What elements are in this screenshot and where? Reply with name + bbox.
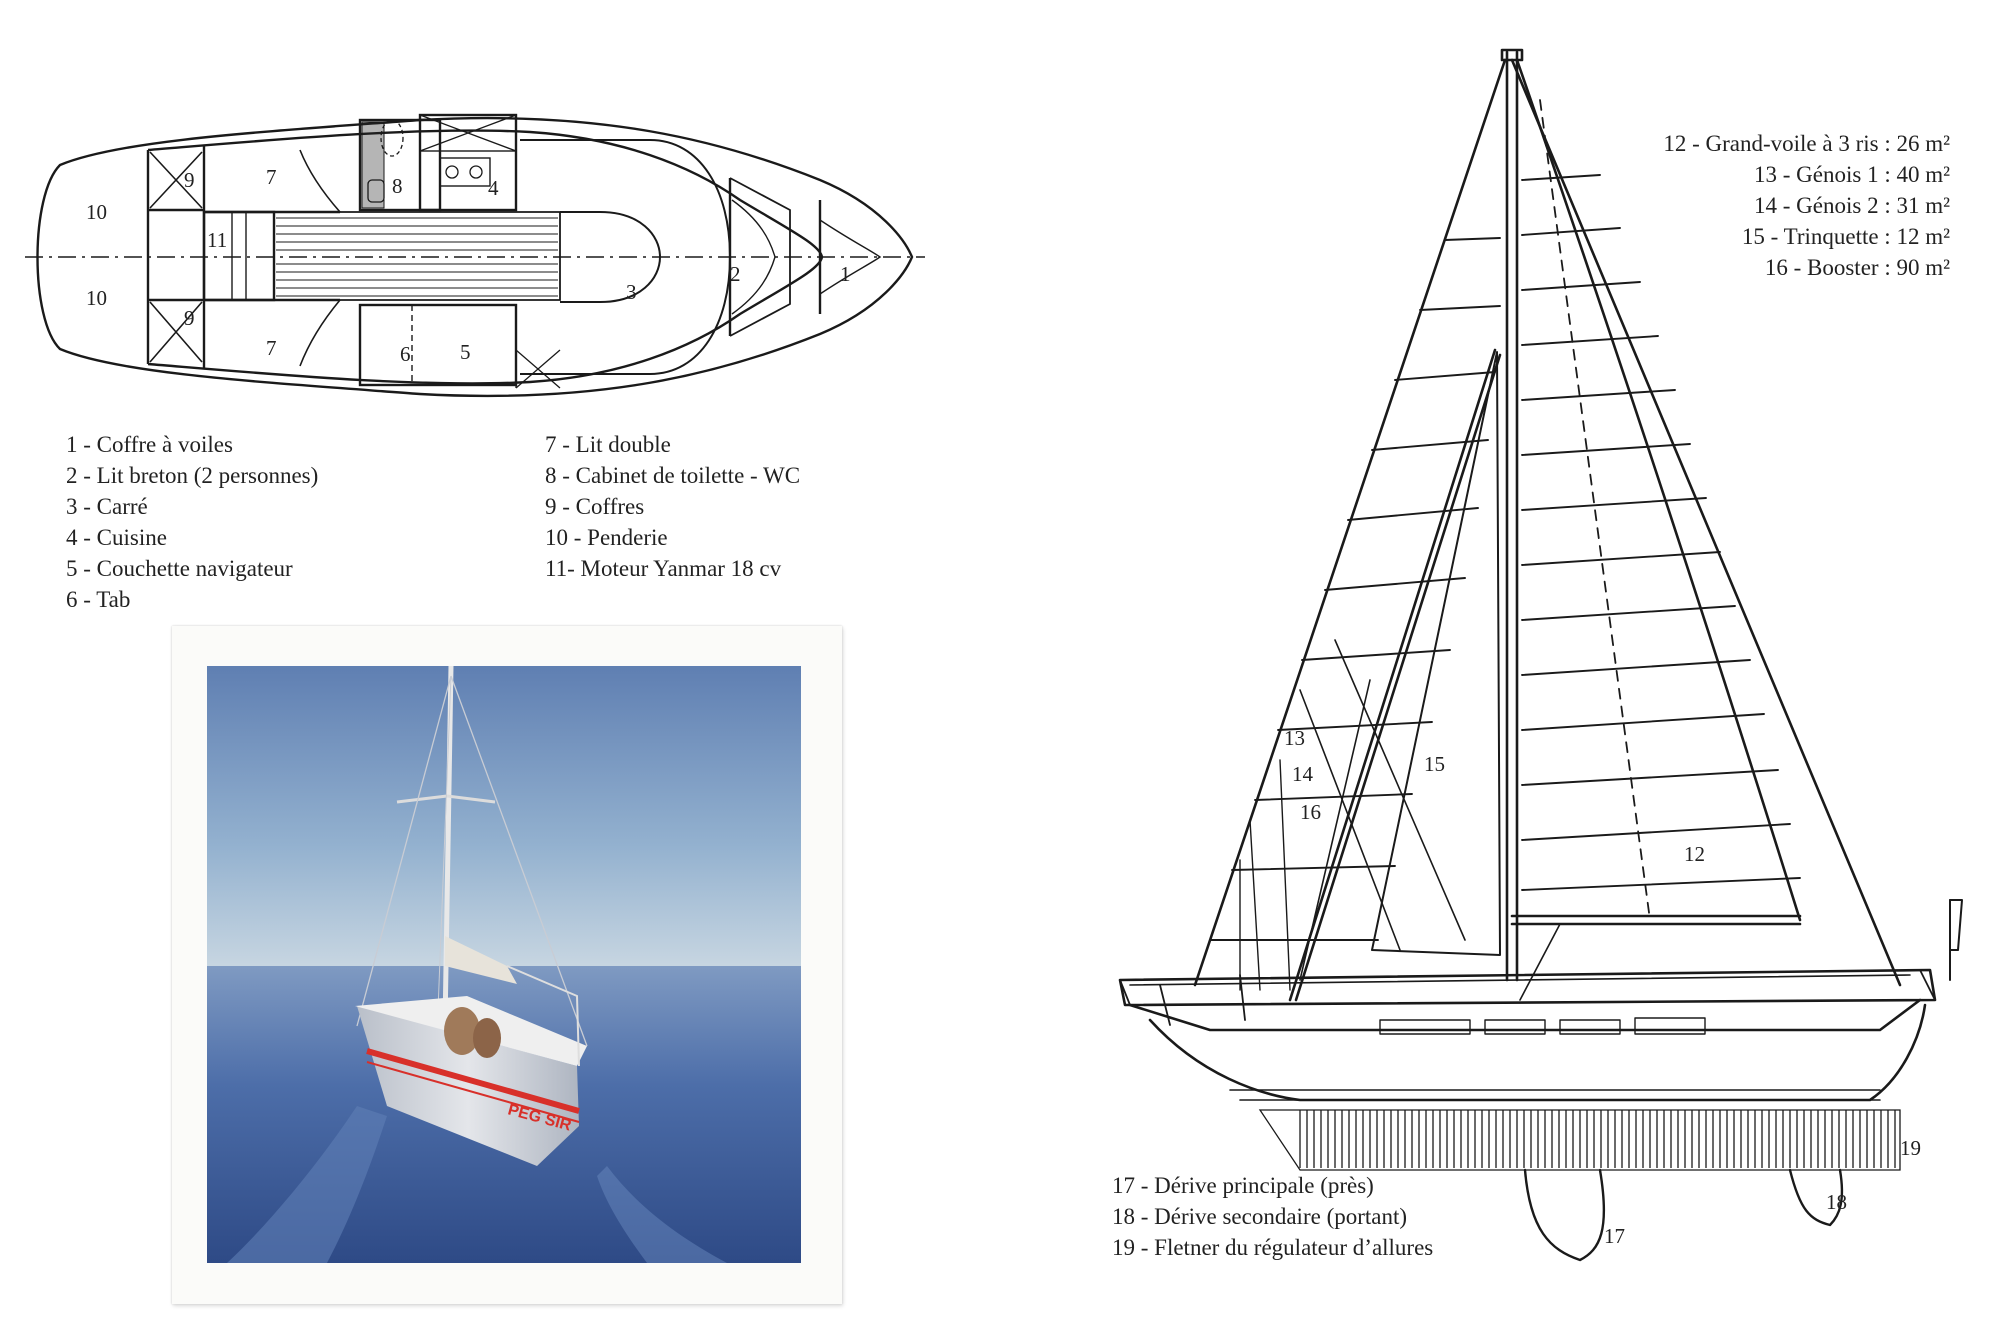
sailboat-photo-illustration: PEG SIR bbox=[207, 666, 801, 1263]
plan-legend-item: 7 - Lit double bbox=[545, 432, 671, 457]
elevation-label-16: 16 bbox=[1300, 800, 1321, 824]
plan-label-5: 5 bbox=[460, 340, 471, 364]
plan-label-6: 6 bbox=[400, 342, 411, 366]
plan-legend-item: 2 - Lit breton (2 personnes) bbox=[66, 463, 319, 488]
elevation-label-19: 19 bbox=[1900, 1136, 1921, 1160]
plan-legend-item: 11- Moteur Yanmar 18 cv bbox=[545, 556, 782, 581]
polaroid-photo-frame: PEG SIR bbox=[172, 626, 842, 1304]
plan-label-1: 1 bbox=[840, 262, 851, 286]
plan-label-8: 8 bbox=[392, 174, 403, 198]
plan-label-9-top: 9 bbox=[184, 168, 195, 192]
plan-legend-item: 5 - Couchette navigateur bbox=[66, 556, 293, 581]
keel-legend-item: 18 - Dérive secondaire (portant) bbox=[1112, 1204, 1408, 1229]
sail-legend-item: 12 - Grand-voile à 3 ris : 26 m² bbox=[1663, 131, 1950, 156]
elevation-label-17: 17 bbox=[1604, 1224, 1625, 1248]
plan-legend-item: 8 - Cabinet de toilette - WC bbox=[545, 463, 801, 488]
plan-label-2: 2 bbox=[730, 262, 741, 286]
plan-label-7-bottom: 7 bbox=[266, 336, 277, 360]
plan-label-4: 4 bbox=[488, 176, 499, 200]
sail-legend-item: 15 - Trinquette : 12 m² bbox=[1741, 224, 1950, 249]
plan-legend-item: 9 - Coffres bbox=[545, 494, 645, 519]
plan-label-7-top: 7 bbox=[266, 165, 277, 189]
sail-legend-item: 16 - Booster : 90 m² bbox=[1764, 255, 1950, 280]
sail-legend-item: 13 - Génois 1 : 40 m² bbox=[1754, 162, 1950, 187]
elevation-label-14: 14 bbox=[1292, 762, 1313, 786]
keel-legend-item: 17 - Dérive principale (près) bbox=[1112, 1173, 1374, 1198]
plan-legend-item: 3 - Carré bbox=[66, 494, 148, 519]
keel-legend-item: 19 - Fletner du régulateur d’allures bbox=[1112, 1235, 1434, 1260]
plan-legend-item: 1 - Coffre à voiles bbox=[66, 432, 233, 457]
elevation-label-15: 15 bbox=[1424, 752, 1445, 776]
plan-label-10-top: 10 bbox=[86, 200, 107, 224]
elevation-label-12: 12 bbox=[1684, 842, 1705, 866]
plan-label-9-bottom: 9 bbox=[184, 306, 195, 330]
plan-label-10-bottom: 10 bbox=[86, 286, 107, 310]
plan-label-3: 3 bbox=[626, 280, 637, 304]
plan-legend-item: 10 - Penderie bbox=[545, 525, 668, 550]
plan-legend-item: 4 - Cuisine bbox=[66, 525, 167, 550]
plan-legend-item: 6 - Tab bbox=[66, 587, 131, 612]
elevation-label-13: 13 bbox=[1284, 726, 1305, 750]
sailboat-photo: PEG SIR bbox=[207, 666, 801, 1263]
sail-legend-item: 14 - Génois 2 : 31 m² bbox=[1754, 193, 1950, 218]
plan-label-11: 11 bbox=[207, 228, 228, 252]
elevation-label-18: 18 bbox=[1826, 1190, 1847, 1214]
